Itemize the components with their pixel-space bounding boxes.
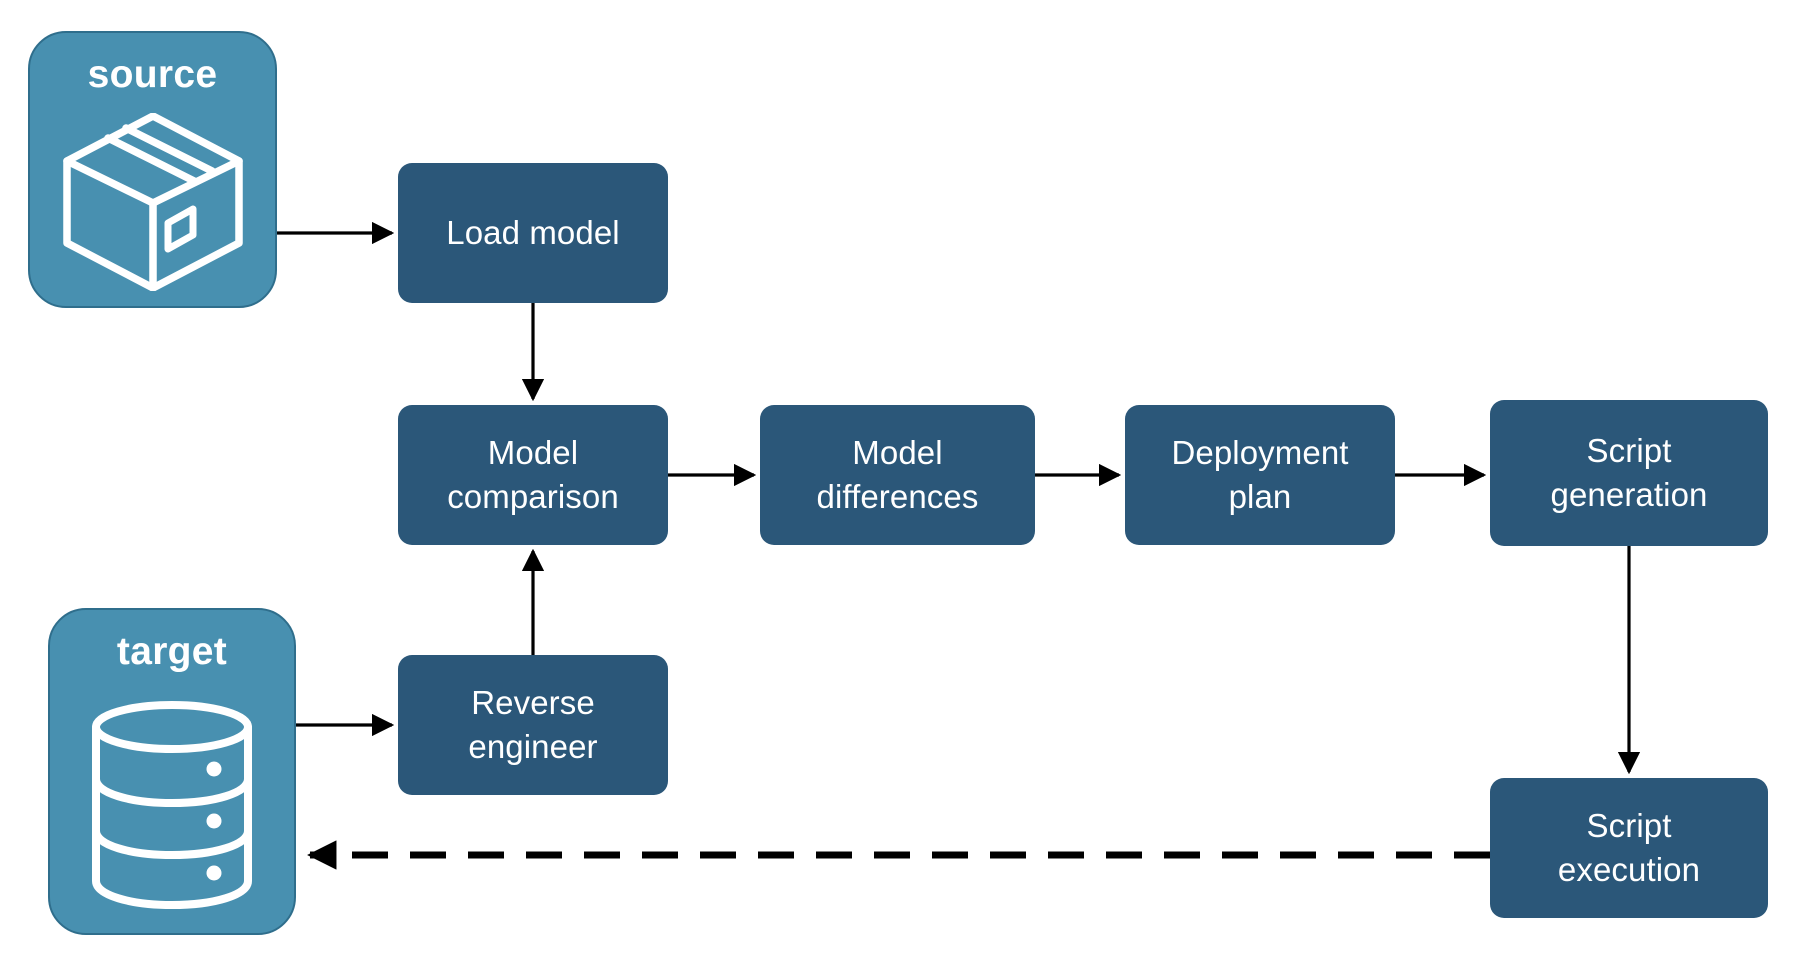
- label-line-1: Model: [852, 434, 943, 472]
- process-label-load-model: Load model: [446, 214, 620, 252]
- label-line-2: differences: [816, 478, 979, 515]
- process-node-script-generation[interactable]: Script generation: [1490, 400, 1768, 546]
- label-line-2: plan: [1228, 478, 1292, 515]
- process-label-model-differences: Model differences: [817, 431, 979, 518]
- label-line-2: execution: [1557, 851, 1701, 888]
- endpoint-node-target[interactable]: target: [48, 608, 296, 935]
- package-box-icon: [30, 97, 275, 306]
- process-node-load-model[interactable]: Load model: [398, 163, 668, 303]
- label-line-1: Script: [1586, 432, 1672, 470]
- process-node-model-differences[interactable]: Model differences: [760, 405, 1035, 545]
- process-label-model-comparison: Model comparison: [447, 431, 619, 518]
- label-line-1: Deployment: [1171, 434, 1349, 472]
- process-label-reverse-engineer: Reverse engineer: [468, 681, 597, 768]
- process-node-deployment-plan[interactable]: Deployment plan: [1125, 405, 1395, 545]
- process-label-script-generation: Script generation: [1551, 429, 1708, 516]
- process-node-model-comparison[interactable]: Model comparison: [398, 405, 668, 545]
- label-line-2: engineer: [468, 728, 598, 765]
- process-label-deployment-plan: Deployment plan: [1171, 431, 1348, 518]
- label-line-1: Reverse: [471, 684, 595, 722]
- label-line-2: generation: [1550, 476, 1708, 513]
- endpoint-node-source[interactable]: source: [28, 31, 277, 308]
- endpoint-label-target: target: [116, 630, 228, 673]
- label-line-1: Script: [1586, 807, 1672, 845]
- database-cylinder-icon: [50, 674, 294, 933]
- label-line-1: Model: [487, 434, 579, 472]
- label-line-2: comparison: [447, 478, 619, 515]
- process-node-script-execution[interactable]: Script execution: [1490, 778, 1768, 918]
- endpoint-label-source: source: [87, 53, 218, 96]
- process-label-script-execution: Script execution: [1558, 804, 1700, 891]
- process-node-reverse-engineer[interactable]: Reverse engineer: [398, 655, 668, 795]
